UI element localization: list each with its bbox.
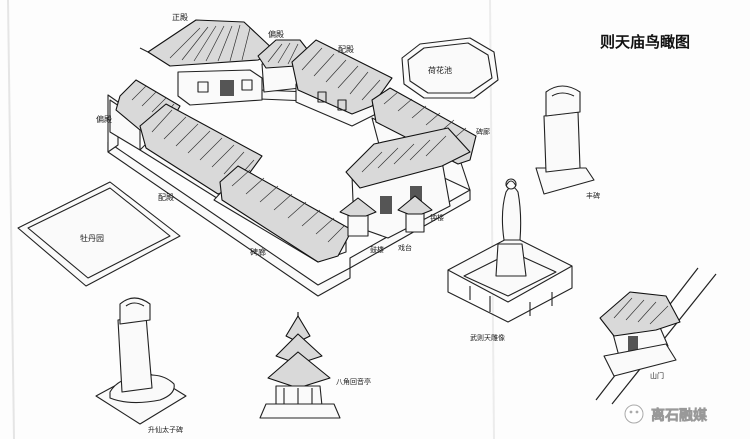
label-drum-tower: 鼓楼 xyxy=(370,245,384,254)
label-lotus-pond: 荷花池 xyxy=(428,65,452,75)
label-mountain-gate: 山门 xyxy=(650,371,664,380)
mountain-gate xyxy=(595,267,717,405)
stele-corridor-front xyxy=(213,165,353,263)
paper-fold-left xyxy=(7,0,15,439)
bell-tower xyxy=(397,195,433,233)
watermark: 离石融媒 xyxy=(624,404,708,424)
wechat-icon xyxy=(624,404,644,424)
feng-stele xyxy=(535,85,595,195)
shengxian-stele xyxy=(95,297,187,425)
wu-zetian-statue xyxy=(447,178,573,323)
label-octagonal-pavilion: 八角回音亭 xyxy=(336,377,371,386)
label-feng-stele: 丰碑 xyxy=(586,191,600,200)
label-stele-corridor-front: 碑廊 xyxy=(250,247,266,257)
peony-garden xyxy=(17,181,181,287)
label-peony-garden: 牡丹园 xyxy=(80,233,104,243)
label-wing-hall: 配殿 xyxy=(338,45,354,54)
label-wu-zetian-statue: 武则天雕像 xyxy=(470,333,505,342)
label-wing-hall-front: 配殿 xyxy=(158,193,174,202)
label-side-hall-top: 偏殿 xyxy=(268,29,284,39)
drum-tower xyxy=(339,197,377,237)
diagram-title: 则天庙鸟瞰图 xyxy=(600,33,690,51)
lotus-pond-inner xyxy=(407,42,493,94)
octagonal-pavilion xyxy=(259,312,341,419)
lotus-pond xyxy=(401,37,499,99)
label-side-hall-left: 偏殿 xyxy=(96,114,112,124)
label-bell-tower: 钟楼 xyxy=(430,213,444,222)
temple-compound: 正殿 偏殿 配殿 偏殿 配殿 xyxy=(96,13,490,297)
label-main-hall: 正殿 xyxy=(172,13,188,22)
opera-stage xyxy=(345,127,471,239)
peony-garden-inner xyxy=(27,187,171,279)
wing-hall-top xyxy=(291,39,393,127)
label-stele-corridor-right: 碑廊 xyxy=(476,127,490,136)
label-shengxian-stele: 升仙太子碑 xyxy=(148,425,183,434)
watermark-text: 离石融媒 xyxy=(651,407,708,424)
label-opera-stage: 戏台 xyxy=(398,243,412,252)
